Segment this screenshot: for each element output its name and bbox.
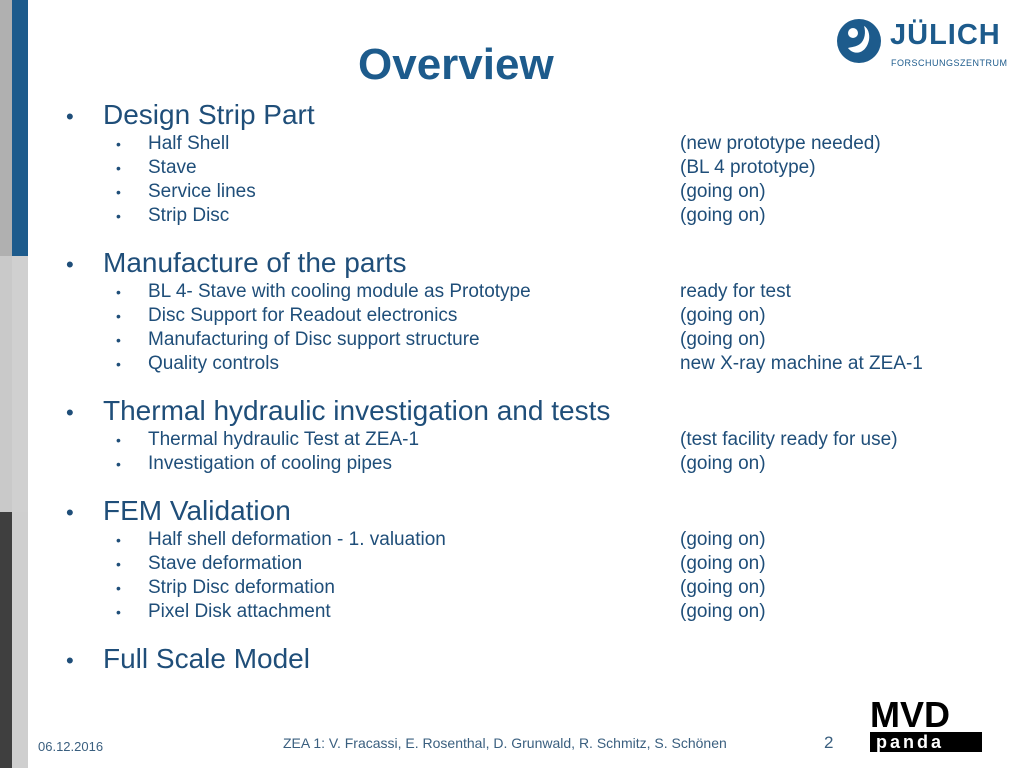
page-number: 2 xyxy=(824,733,834,752)
item-status: (going on) xyxy=(680,329,766,350)
list-item: • Half Shell (new prototype needed) xyxy=(60,132,960,156)
item-label: Manufacturing of Disc support structure xyxy=(148,329,480,350)
section-heading-text: Full Scale Model xyxy=(103,643,310,674)
item-label: Strip Disc xyxy=(148,205,230,226)
bullet-icon: • xyxy=(116,580,121,596)
list-item: • Thermal hydraulic Test at ZEA-1 (test fa… xyxy=(60,428,960,452)
bullet-icon: • xyxy=(116,284,121,300)
item-label: Half Shell xyxy=(148,133,230,154)
section-heading-text: Manufacture of the parts xyxy=(103,247,407,278)
slide-title: Overview xyxy=(358,40,554,89)
list-item: • Strip Disc deformation (going on) xyxy=(60,576,960,600)
item-status: (going on) xyxy=(680,181,766,202)
item-label: BL 4- Stave with cooling module as Proto… xyxy=(148,281,531,302)
bullet-icon: • xyxy=(116,208,121,224)
section-heading-text: Design Strip Part xyxy=(103,99,315,130)
mvd-logo-top: MVD xyxy=(870,694,950,735)
list-item: • Stave deformation (going on) xyxy=(60,552,960,576)
bullet-icon: • xyxy=(116,356,121,372)
item-label: Service lines xyxy=(148,181,256,202)
list-item: • Stave (BL 4 prototype) xyxy=(60,156,960,180)
list-item: • BL 4- Stave with cooling module as Prot… xyxy=(60,280,960,304)
section-heading: • Design Strip Part xyxy=(60,98,960,132)
section-heading: • Full Scale Model xyxy=(60,642,960,676)
item-label: Thermal hydraulic Test at ZEA-1 xyxy=(148,429,420,450)
section: • Design Strip Part • Half Shell (new protot… xyxy=(60,98,960,228)
footer-authors: ZEA 1: V. Fracassi, E. Rosenthal, D. Gru… xyxy=(283,735,727,751)
list-item: • Manufacturing of Disc support structure… xyxy=(60,328,960,352)
bullet-icon: • xyxy=(66,252,74,277)
section-heading: • Manufacture of the parts xyxy=(60,246,960,280)
bullet-icon: • xyxy=(66,104,74,129)
item-label: Pixel Disk attachment xyxy=(148,601,331,622)
bullet-icon: • xyxy=(116,184,121,200)
juelich-logo: JÜLICH FORSCHUNGSZENTRUM xyxy=(836,14,1008,74)
item-status: ready for test xyxy=(680,281,791,302)
item-status: (going on) xyxy=(680,529,766,550)
bullet-icon: • xyxy=(116,136,121,152)
section-heading: • Thermal hydraulic investigation and tes… xyxy=(60,394,960,428)
bullet-icon: • xyxy=(116,160,121,176)
item-status: (going on) xyxy=(680,577,766,598)
list-item: • Disc Support for Readout electronics (go… xyxy=(60,304,960,328)
item-label: Half shell deformation - 1. valuation xyxy=(148,529,446,550)
item-status: (going on) xyxy=(680,205,766,226)
item-status: (test facility ready for use) xyxy=(680,429,898,450)
bullet-icon: • xyxy=(66,400,74,425)
item-status: (new prototype needed) xyxy=(680,133,881,154)
item-label: Stave deformation xyxy=(148,553,303,574)
side-bar-middle xyxy=(0,256,28,512)
bullet-icon: • xyxy=(116,432,121,448)
bullet-icon: • xyxy=(66,500,74,525)
bullet-icon: • xyxy=(116,308,121,324)
slide-content: • Design Strip Part • Half Shell (new protot… xyxy=(60,98,960,694)
bullet-icon: • xyxy=(116,604,121,620)
item-label: Quality controls xyxy=(148,353,279,374)
item-label: Disc Support for Readout electronics xyxy=(148,305,458,326)
item-list: • Half shell deformation - 1. valuation (g… xyxy=(60,528,960,624)
item-label: Investigation of cooling pipes xyxy=(148,453,392,474)
section: • Full Scale Model xyxy=(60,642,960,676)
item-status: (BL 4 prototype) xyxy=(680,157,816,178)
list-item: • Half shell deformation - 1. valuation (g… xyxy=(60,528,960,552)
item-status: (going on) xyxy=(680,601,766,622)
logo-subtext: FORSCHUNGSZENTRUM xyxy=(891,58,1008,68)
item-status: new X-ray machine at ZEA-1 xyxy=(680,353,923,374)
list-item: • Investigation of cooling pipes (going on… xyxy=(60,452,960,476)
bullet-icon: • xyxy=(116,332,121,348)
item-status: (going on) xyxy=(680,305,766,326)
juelich-logo-mark-icon xyxy=(837,19,881,63)
section-heading: • FEM Validation xyxy=(60,494,960,528)
section-heading-text: FEM Validation xyxy=(103,495,291,526)
section: • FEM Validation • Half shell deformation -… xyxy=(60,494,960,624)
side-bar-bottom xyxy=(0,512,28,768)
item-label: Stave xyxy=(148,157,197,178)
bullet-icon: • xyxy=(66,648,74,673)
mvd-panda-logo: MVD panda xyxy=(870,694,982,752)
item-list: • Thermal hydraulic Test at ZEA-1 (test fa… xyxy=(60,428,960,476)
list-item: • Strip Disc (going on) xyxy=(60,204,960,228)
bullet-icon: • xyxy=(116,556,121,572)
item-list: • BL 4- Stave with cooling module as Prot… xyxy=(60,280,960,376)
section-heading-text: Thermal hydraulic investigation and test… xyxy=(103,395,611,426)
list-item: • Quality controls new X-ray machine at ZE… xyxy=(60,352,960,376)
section: • Thermal hydraulic investigation and tes… xyxy=(60,394,960,476)
item-status: (going on) xyxy=(680,453,766,474)
side-bar-top xyxy=(0,0,28,256)
bullet-icon: • xyxy=(116,532,121,548)
footer-date: 06.12.2016 xyxy=(38,739,104,754)
bullet-icon: • xyxy=(116,456,121,472)
item-label: Strip Disc deformation xyxy=(148,577,335,598)
mvd-logo-bottom: panda xyxy=(876,732,944,752)
list-item: • Service lines (going on) xyxy=(60,180,960,204)
item-status: (going on) xyxy=(680,553,766,574)
list-item: • Pixel Disk attachment (going on) xyxy=(60,600,960,624)
item-list: • Half Shell (new prototype needed) • Stave (… xyxy=(60,132,960,228)
logo-text: JÜLICH xyxy=(890,19,1001,51)
section: • Manufacture of the parts • BL 4- Stave wi… xyxy=(60,246,960,376)
